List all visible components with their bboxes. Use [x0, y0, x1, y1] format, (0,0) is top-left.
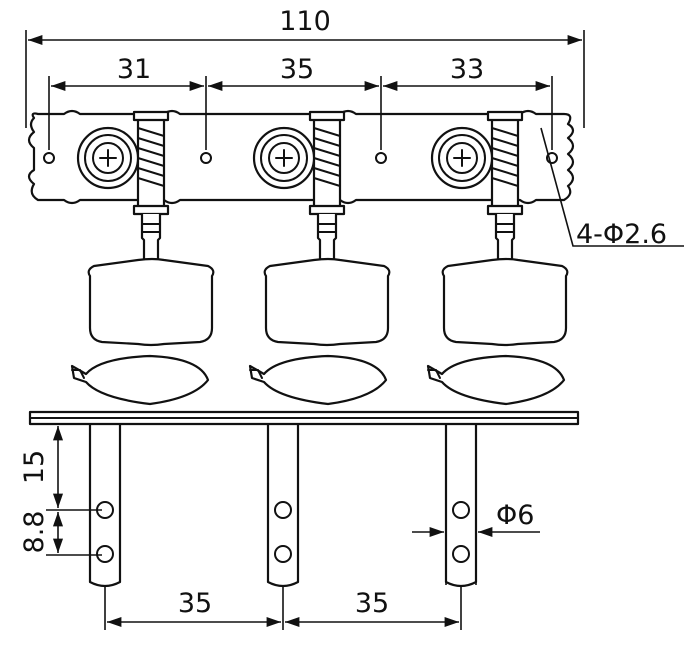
dim-spacing-right: 33 [450, 54, 484, 85]
tuner-unit-1-side [70, 354, 210, 588]
dim-vertical-offset: 15 [19, 450, 50, 484]
dim-shaft-diameter: Φ6 [496, 500, 534, 531]
mount-hole [375, 152, 387, 164]
dim-shaft-pitch-right: 35 [355, 588, 389, 619]
tuner-unit-3-side [426, 354, 566, 588]
tuner-unit-2-side [248, 354, 388, 588]
dim-spacing-left: 31 [117, 54, 151, 85]
leader-mount-holes [540, 127, 684, 247]
mount-hole [43, 152, 55, 164]
dim-mount-holes: 4-Φ2.6 [576, 219, 667, 250]
mount-hole [200, 152, 212, 164]
dim-hole-spacing: 8.8 [19, 511, 50, 554]
dim-overall-width: 110 [279, 6, 331, 37]
dim-spacing-middle: 35 [280, 54, 314, 85]
dim-shaft-pitch-left: 35 [178, 588, 212, 619]
